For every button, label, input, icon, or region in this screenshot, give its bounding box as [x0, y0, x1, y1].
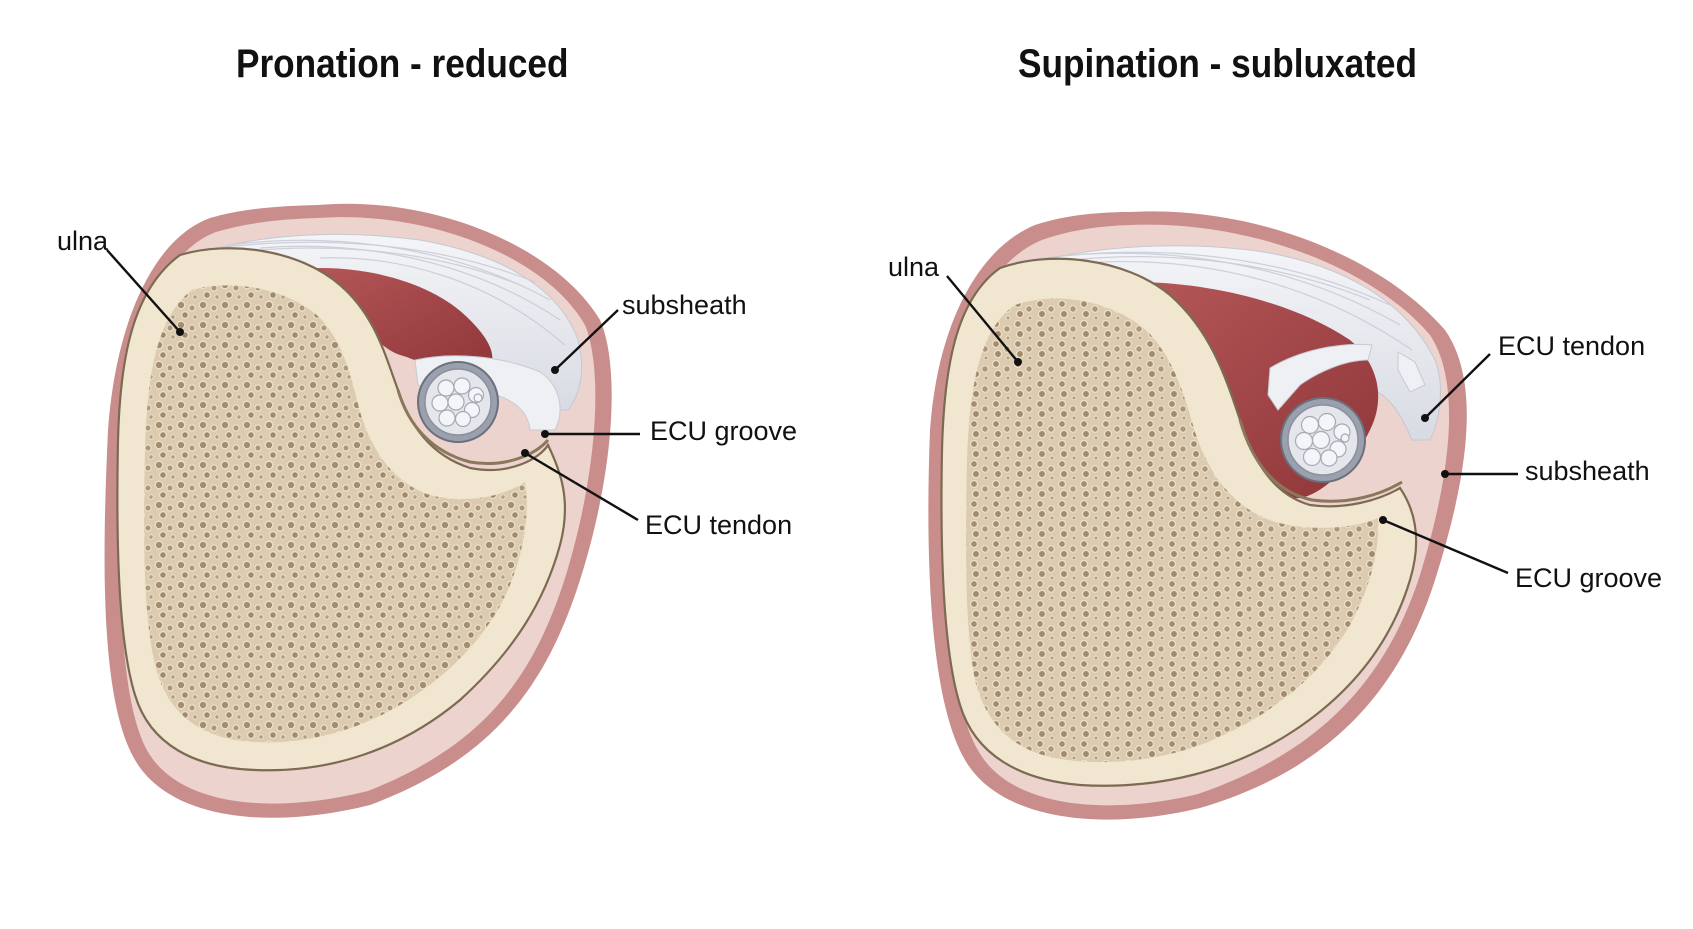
- label-ecu-groove-right: ECU groove: [1515, 563, 1662, 593]
- panel-title-supination: Supination - subluxated: [1018, 42, 1417, 86]
- groove-lip: [396, 389, 550, 465]
- label-ecu-groove-left: ECU groove: [650, 416, 797, 446]
- ecu-tendon-fibers: [431, 377, 485, 428]
- ecu-tendon-fibers: [1294, 412, 1351, 467]
- label-subsheath-right: subsheath: [1525, 456, 1650, 486]
- groove-lip: [1238, 419, 1403, 503]
- supination-cross-section: [928, 211, 1467, 820]
- label-ecu-tendon-right: ECU tendon: [1498, 331, 1645, 361]
- ulna-cancellous: [144, 285, 527, 743]
- torn-subsheath-end: [1397, 351, 1426, 393]
- torn-subsheath: [1267, 343, 1373, 411]
- panel-title-pronation: Pronation - reduced: [236, 42, 569, 86]
- label-ulna-left: ulna: [57, 226, 109, 256]
- label-ulna-right: ulna: [888, 252, 940, 282]
- label-ecu-tendon-left: ECU tendon: [645, 510, 792, 540]
- ulna-cancellous: [965, 298, 1379, 763]
- right-labels: ulna ECU tendon subsheath ECU groove: [888, 252, 1662, 593]
- pronation-cross-section: [104, 203, 612, 818]
- label-subsheath-left: subsheath: [622, 290, 747, 320]
- left-labels: ulna subsheath ECU groove ECU tendon: [57, 226, 797, 540]
